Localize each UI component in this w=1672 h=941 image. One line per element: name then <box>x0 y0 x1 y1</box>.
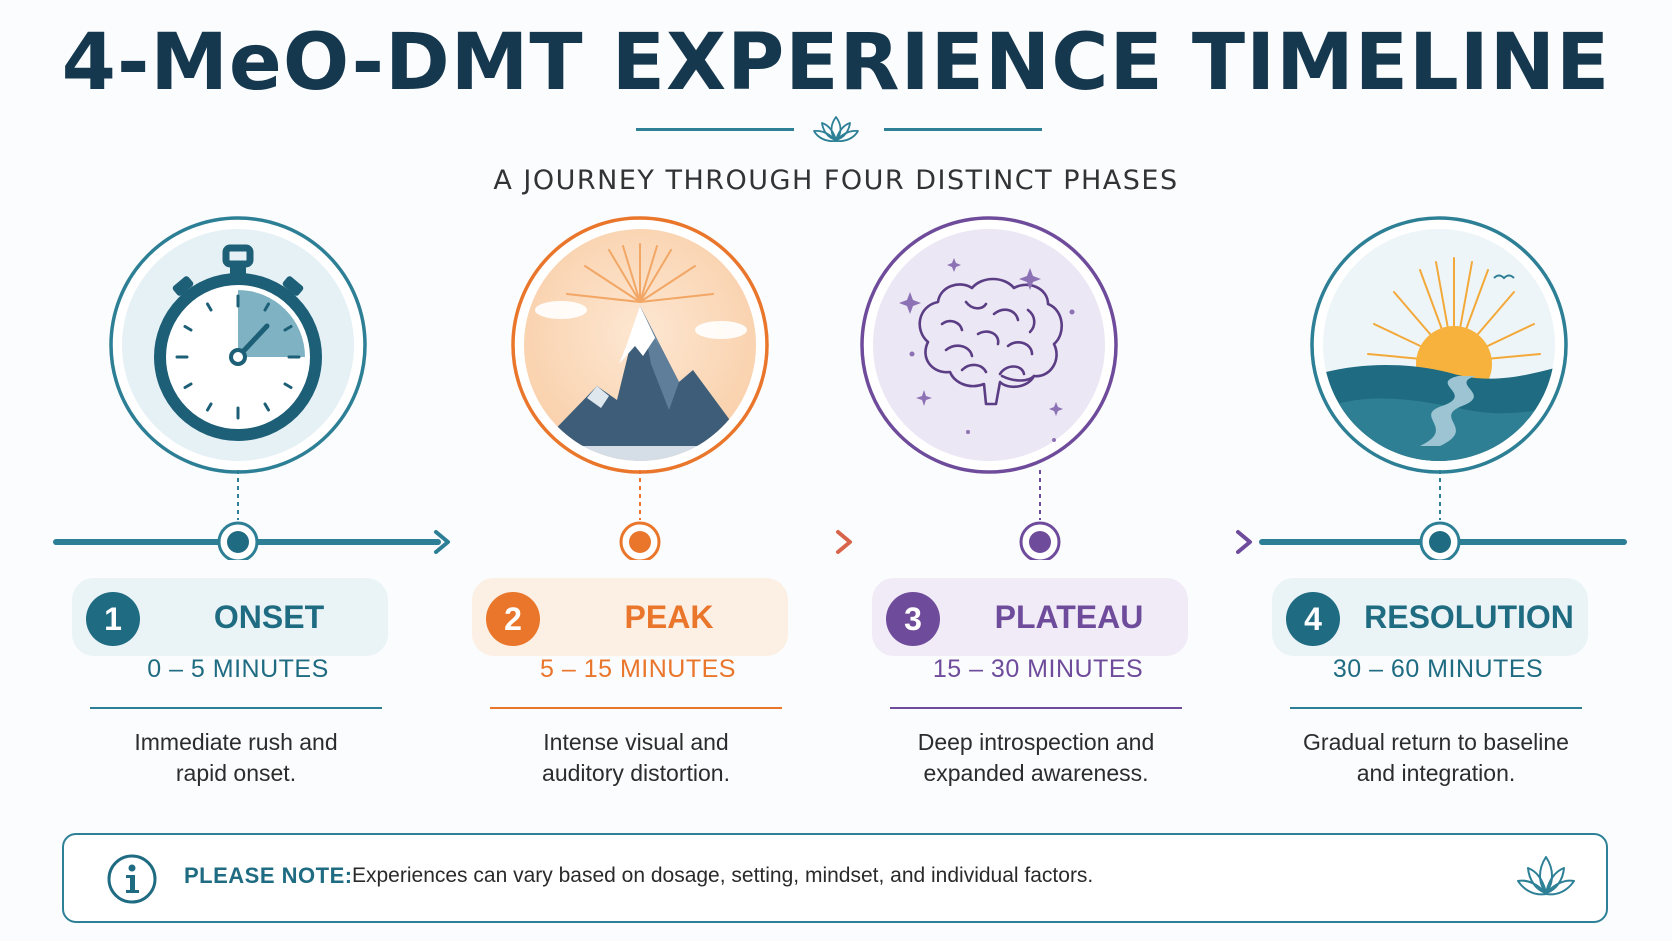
phase-name: PEAK <box>624 599 714 635</box>
phase-duration: 0 – 5 MINUTES <box>147 655 329 683</box>
note-panel: PLEASE NOTE: Experiences can vary based … <box>62 833 1608 923</box>
resolution-illustration <box>1308 214 1570 476</box>
timeline-node-4 <box>1419 521 1461 560</box>
info-icon <box>106 853 158 905</box>
chevron-right-icon <box>836 530 852 554</box>
page-subtitle: A JOURNEY THROUGH FOUR DISTINCT PHASES <box>493 165 1179 196</box>
timeline-node-3 <box>1019 521 1061 560</box>
onset-illustration <box>107 214 369 476</box>
peak-illustration <box>509 214 771 476</box>
phase-number-badge: 1 <box>86 592 140 646</box>
timeline <box>53 470 1627 560</box>
phase-resolution-label: 4 RESOLUTION <box>1272 578 1588 656</box>
phase-name: RESOLUTION <box>1364 599 1574 635</box>
phase-description: Intense visual and auditory distortion. <box>542 729 730 786</box>
phase-name: ONSET <box>213 599 325 635</box>
phase-duration: 30 – 60 MINUTES <box>1332 655 1544 683</box>
timeline-node-1 <box>217 521 259 560</box>
lotus-icon <box>812 114 860 149</box>
brain-icon <box>918 277 1063 406</box>
phase-onset-label: 1 ONSET <box>72 578 388 656</box>
note-label: PLEASE NOTE: <box>184 863 353 888</box>
plateau-illustration <box>858 214 1120 476</box>
phase-name: PLATEAU <box>994 599 1144 635</box>
title-divider-left <box>636 128 794 131</box>
chevron-right-icon <box>434 530 450 554</box>
stopwatch-icon <box>154 244 322 441</box>
phase-plateau-label: 3 PLATEAU <box>872 578 1188 656</box>
phase-number-badge: 3 <box>886 592 940 646</box>
phase-description: Deep introspection and expanded awarenes… <box>917 729 1155 786</box>
phase-description: Gradual return to baseline and integrati… <box>1303 729 1569 786</box>
phase-divider <box>1290 707 1582 709</box>
phase-number-badge: 2 <box>486 592 540 646</box>
phase-duration: 5 – 15 MINUTES <box>540 655 736 683</box>
sparkle-icons <box>899 258 1075 442</box>
timeline-node-2 <box>619 521 661 560</box>
note-text: Experiences can vary based on dosage, se… <box>352 864 1094 887</box>
chevron-right-icon <box>1236 530 1252 554</box>
phase-divider <box>890 707 1182 709</box>
title-divider-right <box>884 128 1042 131</box>
phase-divider <box>90 707 382 709</box>
phase-duration: 15 – 30 MINUTES <box>932 655 1144 683</box>
phase-number-badge: 4 <box>1286 592 1340 646</box>
phase-peak-label: 2 PEAK <box>472 578 788 656</box>
page-title: 4-MeO-DMT EXPERIENCE TIMELINE <box>61 18 1611 108</box>
phase-divider <box>490 707 782 709</box>
phase-description: Immediate rush and rapid onset. <box>134 729 338 786</box>
lotus-icon <box>1516 853 1576 906</box>
